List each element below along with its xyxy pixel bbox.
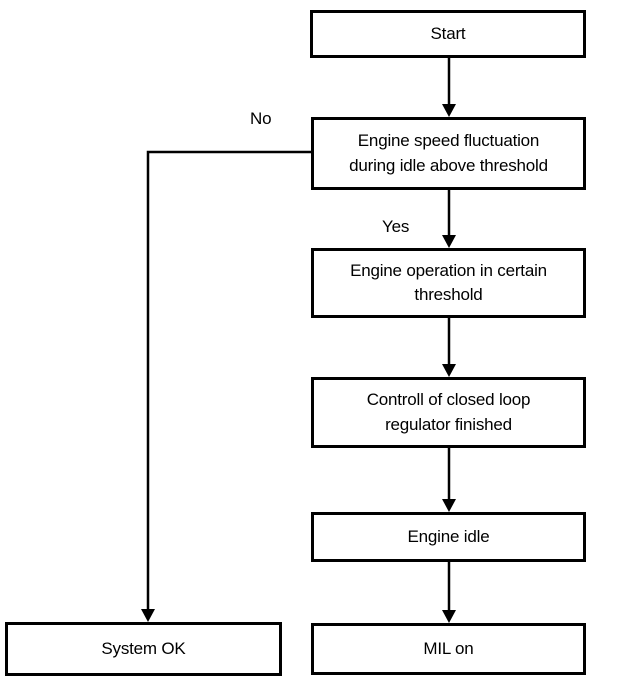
arrow-fluctuation-to-operation	[442, 190, 456, 248]
arrow-control-to-engine-idle	[442, 448, 456, 512]
node-engine-idle-label: Engine idle	[407, 526, 490, 546]
node-mil-on-label: MIL on	[423, 638, 474, 658]
node-start-label: Start	[430, 23, 466, 43]
node-mil-on: MIL on	[311, 623, 586, 675]
node-closed-loop-control-finished-label: Controll of closed loop regulator finish…	[366, 390, 531, 434]
node-system-ok-label: System OK	[101, 638, 186, 658]
edge-label-yes: Yes	[382, 217, 410, 236]
node-engine-operation-threshold-label: Engine operation in certain threshold	[350, 260, 547, 304]
node-closed-loop-control-finished: Controll of closed loop regulator finish…	[311, 377, 586, 448]
arrow-fluctuation-to-system-ok	[141, 150, 311, 622]
edge-label-no: No	[250, 109, 272, 128]
node-engine-idle: Engine idle	[311, 512, 586, 562]
node-engine-speed-fluctuation: Engine speed fluctuation during idle abo…	[311, 117, 586, 190]
arrow-engine-idle-to-mil-on	[442, 562, 456, 623]
node-system-ok: System OK	[5, 622, 282, 676]
node-engine-speed-fluctuation-label: Engine speed fluctuation during idle abo…	[349, 131, 548, 175]
arrow-start-to-fluctuation	[442, 58, 456, 117]
node-start: Start	[310, 10, 586, 58]
node-engine-operation-threshold: Engine operation in certain threshold	[311, 248, 586, 318]
arrow-operation-to-control	[442, 318, 456, 377]
